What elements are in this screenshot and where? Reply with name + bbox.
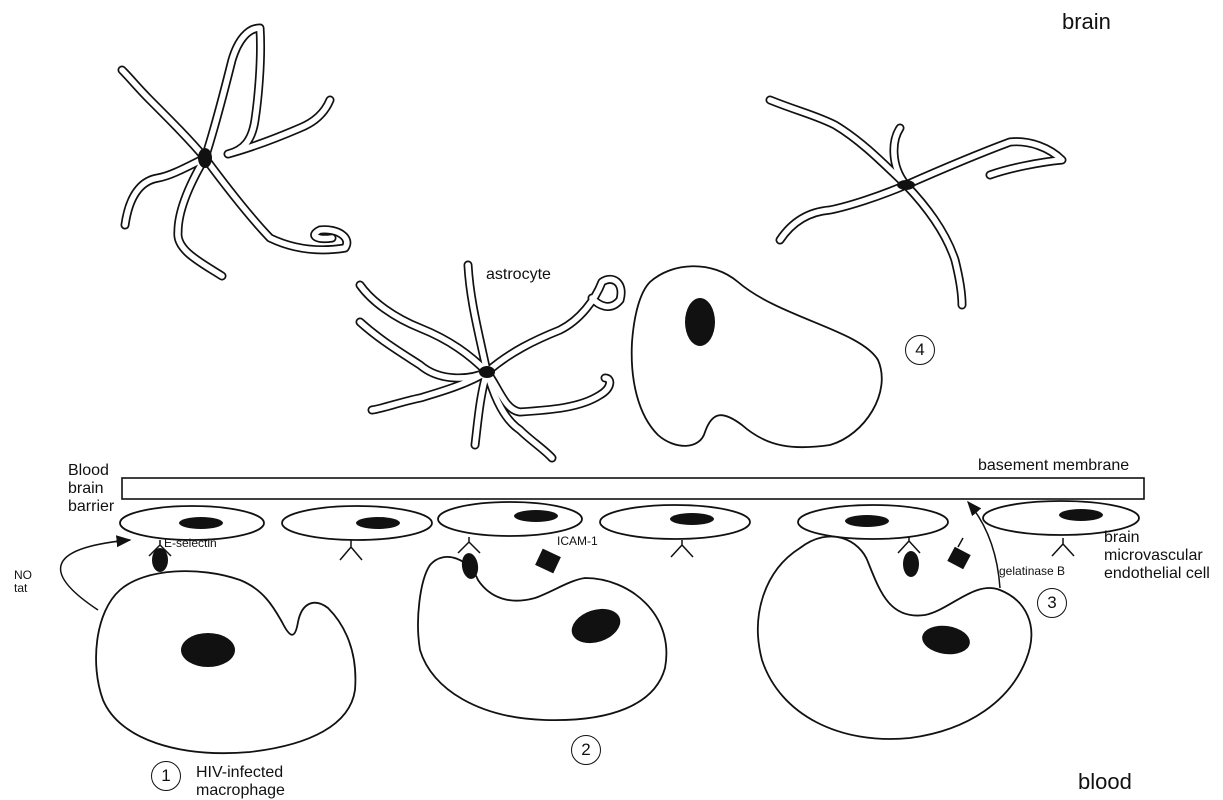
step-1-marker: 1 [151,761,181,791]
astrocyte-label: astrocyte [486,266,551,284]
astrocyte-nucleus [479,366,495,378]
icam-ligand [535,549,561,574]
bound-ligand [152,548,168,572]
macrophage-label: HIV-infected macrophage [196,764,285,800]
basement-membrane-bar [122,478,1144,499]
tat-label: tat [14,582,32,595]
astrocyte-nucleus [198,148,212,168]
no-label: NO [14,569,32,582]
endo-line-1: brain [1104,529,1210,547]
endo-line-3: endothelial cell [1104,565,1210,583]
bbb-label: Blood brain barrier [68,462,114,516]
macrophage-2 [418,549,666,721]
endo-line-2: microvascular [1104,547,1210,565]
step-3-marker: 3 [1037,588,1067,618]
icam-label: ICAM-1 [557,535,598,548]
bbb-line-2: brain [68,480,114,498]
astrocyte-top-right [770,100,1062,305]
brain-macrophage [632,266,882,447]
brain-label: brain [1062,10,1111,35]
bbb-line-3: barrier [68,498,114,516]
e-selectin-label: E-selectin [164,537,217,550]
gelatinase-label: gelatinase B [999,565,1065,578]
endothelial-label: brain microvascular endothelial cell [1104,529,1210,583]
step-4-marker: 4 [905,335,935,365]
endothelial-cells [120,501,1139,540]
bbb-line-1: Blood [68,462,114,480]
blood-label: blood [1078,770,1132,795]
macrophage-3 [758,536,1031,739]
basement-membrane-label: basement membrane [978,457,1129,475]
step-2-marker: 2 [571,735,601,765]
macrophage-line-2: macrophage [196,782,285,800]
macrophage-1 [96,548,355,753]
astrocyte-top-left [122,28,347,276]
macrophage-nucleus [685,298,715,346]
no-tat-label: NO tat [14,569,32,596]
macrophage-line-1: HIV-infected [196,764,285,782]
astrocyte-middle [360,265,621,458]
receptors [149,537,1074,560]
astrocyte-nucleus [897,180,915,190]
